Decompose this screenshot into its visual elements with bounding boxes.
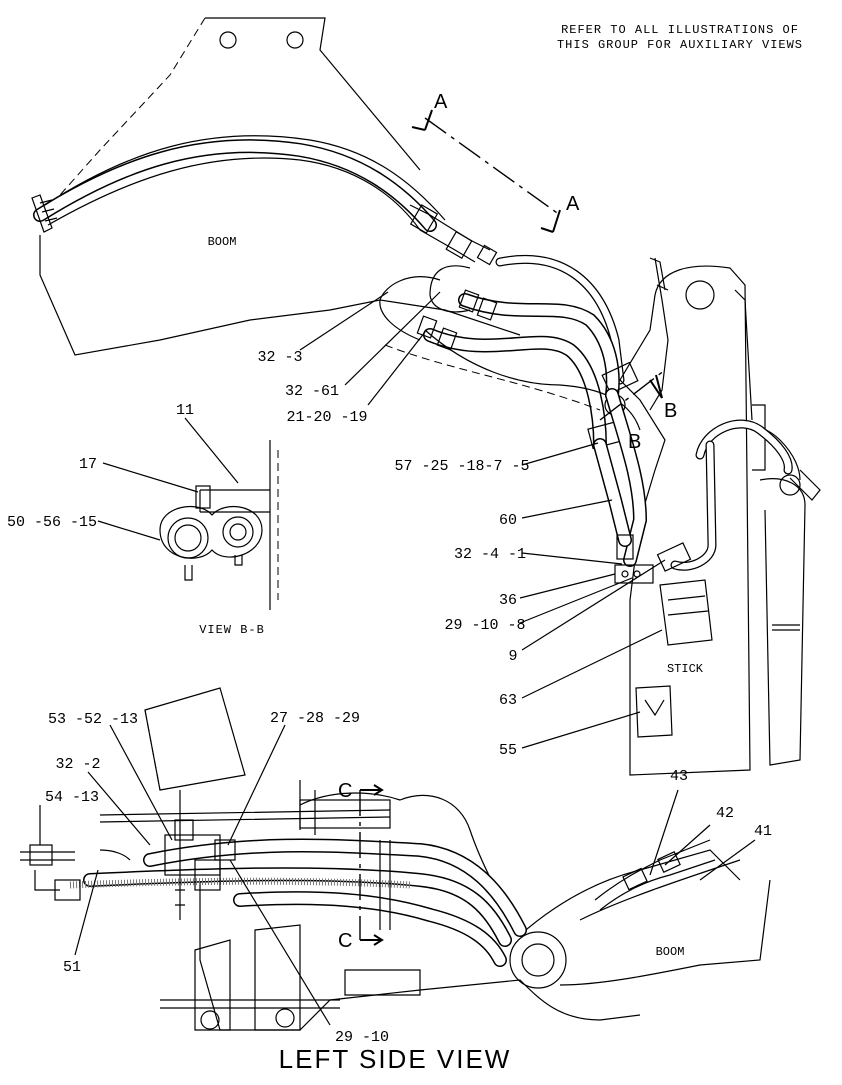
callout-27-28-29: 27 -28 -29 xyxy=(270,710,360,727)
stick-label: STICK xyxy=(667,662,704,676)
leader-lines xyxy=(39,291,756,1026)
callout-54-13: 54 -13 xyxy=(45,789,99,806)
section-line-b xyxy=(599,369,666,421)
left-side-view-drawing xyxy=(20,687,771,1031)
callout-17: 17 xyxy=(79,456,97,473)
section-a-bottom: A xyxy=(566,193,580,215)
section-c-bottom: C xyxy=(338,930,352,952)
callout-41: 41 xyxy=(754,823,772,840)
callout-29-10-8: 29 -10 -8 xyxy=(444,617,525,634)
view-bb-drawing xyxy=(159,440,279,610)
view-bb-label: VIEW B-B xyxy=(199,623,265,637)
callout-36: 36 xyxy=(499,592,517,609)
callout-32-61: 32 -61 xyxy=(285,383,339,400)
callout-57-25-18-7-5: 57 -25 -18-7 -5 xyxy=(394,458,529,475)
callout-51: 51 xyxy=(63,959,81,976)
boom-to-stick-hoses xyxy=(379,254,641,452)
callout-60: 60 xyxy=(499,512,517,529)
boom-label-upper: BOOM xyxy=(208,235,237,249)
callout-50-56-15: 50 -56 -15 xyxy=(7,514,97,531)
boom-label-lower: BOOM xyxy=(656,945,685,959)
note-line-1: REFER TO ALL ILLUSTRATIONS OF xyxy=(561,23,799,37)
callout-55: 55 xyxy=(499,742,517,759)
callout-53-52-13: 53 -52 -13 xyxy=(48,711,138,728)
callout-29-10: 29 -10 xyxy=(335,1029,389,1046)
section-b-bottom: B xyxy=(628,431,641,453)
callout-9: 9 xyxy=(508,648,517,665)
callout-32-4-1: 32 -4 -1 xyxy=(454,546,526,563)
section-b-top: B xyxy=(664,400,677,422)
callout-32-2: 32 -2 xyxy=(55,756,100,773)
section-line-a xyxy=(424,117,561,216)
callout-21-20-19: 21-20 -19 xyxy=(286,409,367,426)
left-side-view-title: LEFT SIDE VIEW xyxy=(279,1044,512,1074)
upper-boom-drawing xyxy=(31,17,521,356)
callout-11: 11 xyxy=(176,402,194,419)
section-c-top: C xyxy=(338,780,352,802)
callout-32-3: 32 -3 xyxy=(257,349,302,366)
section-a-top: A xyxy=(434,91,448,113)
stick-drawing xyxy=(587,257,821,776)
callout-43: 43 xyxy=(670,768,688,785)
callout-63: 63 xyxy=(499,692,517,709)
note-line-2: THIS GROUP FOR AUXILIARY VIEWS xyxy=(557,38,803,52)
callout-42: 42 xyxy=(716,805,734,822)
